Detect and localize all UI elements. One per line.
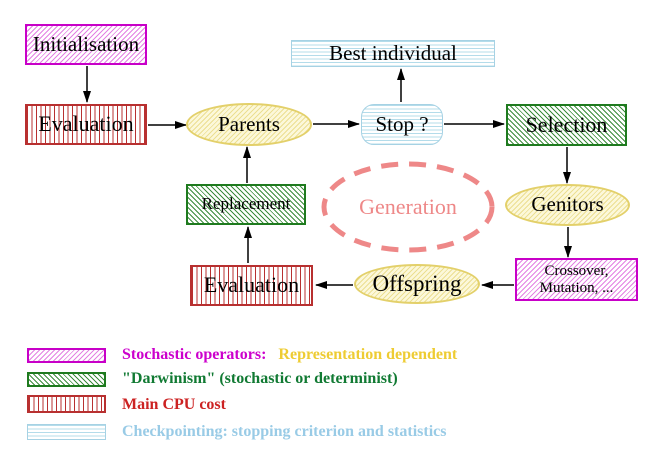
node-offspring: Offspring — [354, 264, 480, 304]
node-initialisation: Initialisation — [25, 24, 147, 65]
legend-swatch-checkpointing — [27, 424, 106, 440]
node-evaluation-top: Evaluation — [25, 104, 147, 145]
node-evaluation-bottom: Evaluation — [190, 265, 313, 306]
legend-text-representation-dependent: Representation dependent — [278, 346, 458, 363]
legend-swatch-cpu-cost — [27, 395, 106, 413]
node-stop: Stop ? — [361, 104, 443, 145]
legend-text-stochastic-operators: Stochastic operators: — [122, 346, 267, 363]
node-selection: Selection — [506, 104, 627, 146]
crossover-line1: Crossover, — [544, 263, 609, 279]
node-best-individual: Best individual — [291, 40, 495, 67]
legend-text-checkpointing: Checkpointing: stopping criterion and st… — [122, 423, 447, 440]
legend-text-darwinism: "Darwinism" (stochastic or determinist) — [122, 370, 398, 387]
node-parents: Parents — [186, 103, 312, 146]
legend-swatch-stochastic-operators — [27, 348, 106, 363]
node-genitors: Genitors — [505, 184, 630, 226]
legend-swatch-darwinism — [27, 372, 106, 387]
legend-row-stochastic-operators: Stochastic operators: Representation depe… — [122, 346, 457, 364]
node-crossover-mutation: Crossover, Mutation, ... — [515, 258, 638, 301]
node-replacement: Replacement — [186, 184, 306, 225]
legend-text-cpu-cost: Main CPU cost — [122, 396, 226, 413]
crossover-line2: Mutation, ... — [539, 279, 614, 296]
generation-label: Generation — [359, 194, 457, 219]
